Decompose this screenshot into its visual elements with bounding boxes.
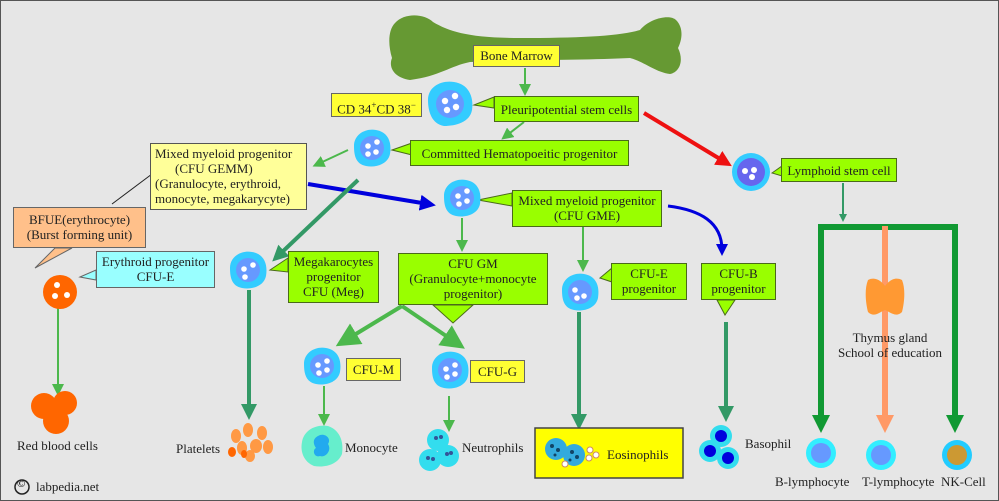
line: (Granulocyte+monocyte — [409, 271, 537, 286]
callout-pointer — [34, 247, 73, 269]
thymus-label: Thymus gland School of education — [838, 330, 942, 360]
line: Erythroid progenitor — [101, 254, 210, 269]
bfue-label: BFUE(erythrocyte) (Burst forming unit) — [13, 207, 146, 248]
thymus-icon — [865, 278, 905, 315]
line: progenitor — [621, 281, 677, 296]
nk-cell-icon — [942, 440, 972, 470]
megakaryocyte-label: Megakarocytes progenitor CFU (Meg) — [288, 251, 379, 303]
cd34: CD 34 — [337, 101, 372, 117]
erythroid-label: Erythroid progenitor CFU-E — [96, 251, 215, 288]
line: BFUE(erythrocyte) — [28, 212, 131, 227]
cd-marker-label: CD 34+CD 38− — [331, 93, 422, 117]
eosinophils-icon — [545, 438, 600, 468]
basophil-label: Basophil — [745, 436, 792, 451]
line: School of education — [838, 345, 942, 360]
callout-pointer — [477, 192, 513, 207]
cell-erythroid — [43, 275, 77, 309]
bone-marrow-label: Bone Marrow — [473, 45, 560, 67]
eosinophils-label: Eosinophils — [607, 447, 669, 462]
arrow-committed-to-gemm — [312, 149, 349, 167]
cfu-b-label: CFU-B progenitor — [701, 263, 776, 300]
rbc-label: Red blood cells — [17, 438, 98, 453]
arrow-gm-to-m — [335, 304, 404, 347]
pleuripotential-label: Pleuripotential stem cells — [494, 96, 639, 122]
b-lymphocyte-icon — [806, 438, 836, 468]
line: (CFU GME) — [553, 208, 621, 223]
cell-cfu-g — [432, 351, 469, 389]
arrow-gm-to-g — [400, 304, 465, 349]
line: (Burst forming unit) — [26, 227, 133, 242]
cfu-g-label: CFU-G — [470, 360, 525, 383]
cfu-gm-label: CFU GM (Granulocyte+monocyte progenitor) — [398, 253, 548, 305]
arrow-gemm-to-meg — [272, 178, 360, 262]
arrow-red-lymphoid — [642, 111, 732, 167]
line: progenitor — [711, 281, 766, 296]
monocyte-icon — [301, 425, 343, 467]
lymphoid-label: Lymphoid stem cell — [781, 158, 897, 182]
neutrophils-icon — [419, 429, 459, 471]
cd38-sup: − — [410, 100, 416, 110]
t-lymphocyte-icon — [866, 440, 896, 470]
cfu-gemm-label: Mixed myeloid progenitor (CFU GEMM) (Gra… — [150, 143, 307, 210]
cell-committed — [354, 129, 391, 167]
t-lymphocyte-label: T-lymphocyte — [862, 474, 935, 489]
callout-pointer — [268, 257, 289, 273]
red-blood-cells-icon — [31, 391, 77, 434]
line: Mixed myeloid progenitor — [518, 193, 656, 208]
line: progenitor — [306, 269, 361, 284]
cell-lymphoid — [732, 153, 770, 191]
monocyte-label: Monocyte — [345, 440, 398, 455]
line: (Granulocyte, erythroid, — [155, 176, 281, 191]
basophil-icon — [699, 425, 739, 469]
line: progenitor) — [443, 286, 503, 301]
arrow-blue-cfub — [667, 204, 728, 256]
line: monocyte, megakarycyte) — [155, 191, 290, 206]
b-lymphocyte-label: B-lymphocyte — [775, 474, 850, 489]
platelets-label: Platelets — [176, 441, 221, 456]
neutrophils-label: Neutrophils — [462, 440, 524, 455]
connector-line — [111, 173, 153, 205]
line: Thymus gland — [852, 330, 928, 345]
cell-pleuripotential — [428, 81, 473, 126]
callout-pointer — [390, 142, 413, 156]
line: Megakarocytes — [293, 254, 374, 269]
nk-cell-label: NK-Cell — [941, 474, 986, 489]
cd38: CD 38 — [376, 101, 411, 117]
line: (CFU GEMM) — [175, 161, 253, 176]
arrow-blue-gme — [307, 182, 436, 211]
copyright-symbol: © — [17, 478, 26, 490]
line: CFU-E — [630, 266, 668, 281]
line: Mixed myeloid progenitor — [155, 146, 293, 161]
arrow-stem-to-committed — [501, 121, 525, 140]
line: CFU GM — [448, 256, 498, 271]
cfu-m-label: CFU-M — [346, 358, 401, 381]
cfu-e-label: CFU-E progenitor — [611, 263, 687, 300]
line: CFU-E — [136, 269, 175, 284]
cell-cfu-gme — [444, 179, 481, 217]
committed-label: Committed Hematopoeitic progenitor — [410, 140, 629, 166]
credit-label: labpedia.net — [36, 479, 100, 494]
callout-pointer — [431, 304, 475, 324]
callout-pointer — [472, 96, 495, 109]
cfu-gme-label: Mixed myeloid progenitor (CFU GME) — [512, 190, 662, 227]
cell-cfu-e — [562, 273, 599, 311]
callout-pointer — [78, 269, 97, 281]
cell-megakaryocyte-progenitor — [230, 251, 267, 289]
platelets-icon — [228, 423, 273, 462]
callout-pointer — [716, 299, 736, 316]
line: CFU-B — [719, 266, 758, 281]
cd34-sup: + — [371, 100, 377, 110]
cell-cfu-m — [304, 347, 341, 385]
copyright-icon — [14, 479, 30, 495]
line: CFU (Meg) — [302, 284, 365, 299]
